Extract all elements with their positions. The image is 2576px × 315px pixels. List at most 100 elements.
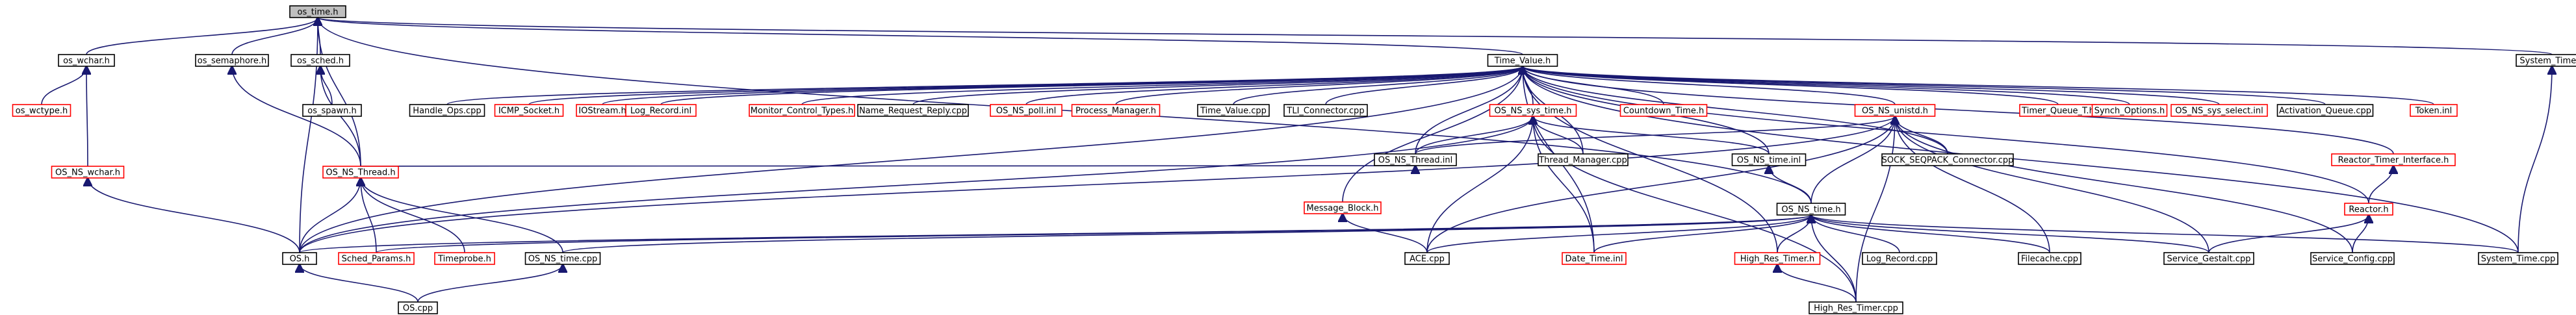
node-name-request[interactable]: Name_Request_Reply.cpp — [857, 104, 969, 117]
node-box[interactable] — [322, 166, 399, 179]
node-box[interactable] — [2018, 252, 2081, 265]
node-time-value-cpp[interactable]: Time_Value.cpp — [1197, 104, 1270, 117]
node-countdown-time[interactable]: Countdown_Time.h — [1619, 104, 1708, 117]
node-os-sched[interactable]: os_sched.h — [290, 54, 350, 67]
node-os-ns-sys-time[interactable]: OS_NS_sys_time.h — [1489, 104, 1577, 117]
node-box[interactable] — [1854, 104, 1936, 117]
node-box[interactable] — [625, 104, 697, 117]
node-box[interactable] — [289, 5, 346, 18]
node-box[interactable] — [195, 54, 269, 67]
node-high-res-timer-cpp[interactable]: High_Res_Timer.cpp — [1809, 301, 1903, 314]
node-box[interactable] — [1562, 252, 1627, 265]
node-box[interactable] — [1619, 104, 1708, 117]
node-os-ns-unistd[interactable]: OS_NS_unistd.h — [1854, 104, 1936, 117]
node-process-manager[interactable]: Process_Manager.h — [1071, 104, 1161, 117]
node-activation-queue[interactable]: Activation_Queue.cpp — [2276, 104, 2374, 117]
node-box[interactable] — [2170, 104, 2268, 117]
node-box[interactable] — [2410, 104, 2458, 117]
node-box[interactable] — [1304, 201, 1382, 214]
node-os-ns-thread-inl[interactable]: OS_NS_Thread.inl — [1374, 153, 1457, 166]
node-service-gestalt[interactable]: Service_Gestalt.cpp — [2163, 252, 2254, 265]
node-box[interactable] — [1489, 104, 1577, 117]
node-os-spawn[interactable]: os_spawn.h — [302, 104, 362, 117]
node-box[interactable] — [51, 166, 125, 179]
node-os-cpp[interactable]: OS.cpp — [398, 301, 438, 314]
node-timer-queue[interactable]: Timer_Queue_T.h — [2019, 104, 2097, 117]
node-box[interactable] — [398, 301, 438, 314]
node-box[interactable] — [749, 104, 855, 117]
node-time-value[interactable]: Time_Value.h — [1487, 54, 1558, 67]
node-system-time-h[interactable]: System_Time.h — [2516, 54, 2576, 67]
node-reactor-h[interactable]: Reactor.h — [2344, 203, 2393, 216]
node-box[interactable] — [1734, 252, 1821, 265]
node-box[interactable] — [1487, 54, 1558, 67]
node-box[interactable] — [1197, 104, 1270, 117]
node-box[interactable] — [1283, 104, 1368, 117]
node-service-config[interactable]: Service_Config.cpp — [2310, 252, 2395, 265]
node-box[interactable] — [2331, 153, 2456, 166]
node-box[interactable] — [1881, 153, 2014, 166]
node-os-wchar[interactable]: os_wchar.h — [58, 54, 115, 67]
node-os-h[interactable]: OS.h — [282, 252, 317, 265]
node-box[interactable] — [2344, 203, 2393, 216]
node-os-semaphore[interactable]: os_semaphore.h — [195, 54, 269, 67]
node-thread-manager[interactable]: Thread_Manager.cpp — [1538, 153, 1629, 166]
node-filecache[interactable]: Filecache.cpp — [2018, 252, 2081, 265]
node-box[interactable] — [2478, 252, 2558, 265]
node-os-ns-time-cpp[interactable]: OS_NS_time.cpp — [524, 252, 601, 265]
node-box[interactable] — [302, 104, 362, 117]
node-sched-params[interactable]: Sched_Params.h — [338, 252, 415, 265]
node-box[interactable] — [1731, 153, 1807, 166]
node-os-ns-time-inl[interactable]: OS_NS_time.inl — [1731, 153, 1807, 166]
node-high-res-timer-h[interactable]: High_Res_Timer.h — [1734, 252, 1821, 265]
node-box[interactable] — [1071, 104, 1161, 117]
node-box[interactable] — [1538, 153, 1629, 166]
node-handle-ops[interactable]: Handle_Ops.cpp — [409, 104, 485, 117]
node-box[interactable] — [58, 54, 115, 67]
node-box[interactable] — [338, 252, 415, 265]
node-label: OS.cpp — [403, 304, 433, 314]
node-box[interactable] — [282, 252, 317, 265]
node-os-time[interactable]: os_time.h — [289, 5, 346, 18]
node-box[interactable] — [12, 104, 71, 117]
node-box[interactable] — [990, 104, 1063, 117]
node-box[interactable] — [1374, 153, 1457, 166]
node-box[interactable] — [2276, 104, 2374, 117]
node-os-ns-time-h[interactable]: OS_NS_time.h — [1776, 203, 1846, 216]
node-log-record-inl[interactable]: Log_Record.inl — [625, 104, 697, 117]
node-token-inl[interactable]: Token.inl — [2410, 104, 2458, 117]
node-monitor-control[interactable]: Monitor_Control_Types.h — [749, 104, 855, 117]
node-synch-options[interactable]: Synch_Options.h — [2091, 104, 2168, 117]
node-box[interactable] — [1404, 252, 1450, 265]
node-os-ns-sys-select[interactable]: OS_NS_sys_select.inl — [2170, 104, 2268, 117]
node-os-ns-thread-h[interactable]: OS_NS_Thread.h — [322, 166, 399, 179]
node-box[interactable] — [2163, 252, 2254, 265]
node-box[interactable] — [524, 252, 601, 265]
node-box[interactable] — [2516, 54, 2576, 67]
node-os-wctype[interactable]: os_wctype.h — [12, 104, 71, 117]
node-box[interactable] — [2310, 252, 2395, 265]
node-tli-connector[interactable]: TLI_Connector.cpp — [1283, 104, 1368, 117]
node-box[interactable] — [1862, 252, 1937, 265]
node-box[interactable] — [494, 104, 564, 117]
node-box[interactable] — [2091, 104, 2168, 117]
node-date-time[interactable]: Date_Time.inl — [1562, 252, 1627, 265]
node-box[interactable] — [857, 104, 969, 117]
node-box[interactable] — [1776, 203, 1846, 216]
node-box[interactable] — [409, 104, 485, 117]
node-box[interactable] — [290, 54, 350, 67]
node-reactor-timer[interactable]: Reactor_Timer_Interface.h — [2331, 153, 2456, 166]
node-system-time-cpp[interactable]: System_Time.cpp — [2478, 252, 2558, 265]
node-timeprobe[interactable]: Timeprobe.h — [434, 252, 495, 265]
node-label: Timeprobe.h — [437, 255, 491, 264]
node-box[interactable] — [434, 252, 495, 265]
node-iostream[interactable]: IOStream.h — [576, 104, 629, 117]
node-sock-seqpack[interactable]: SOCK_SEQPACK_Connector.cpp — [1881, 153, 2014, 166]
node-box[interactable] — [1809, 301, 1903, 314]
node-icmp-socket[interactable]: ICMP_Socket.h — [494, 104, 564, 117]
node-ace-cpp[interactable]: ACE.cpp — [1404, 252, 1450, 265]
node-os-ns-poll[interactable]: OS_NS_poll.inl — [990, 104, 1063, 117]
node-log-record-cpp[interactable]: Log_Record.cpp — [1862, 252, 1937, 265]
node-message-block[interactable]: Message_Block.h — [1304, 201, 1382, 214]
node-os-ns-wchar[interactable]: OS_NS_wchar.h — [51, 166, 125, 179]
